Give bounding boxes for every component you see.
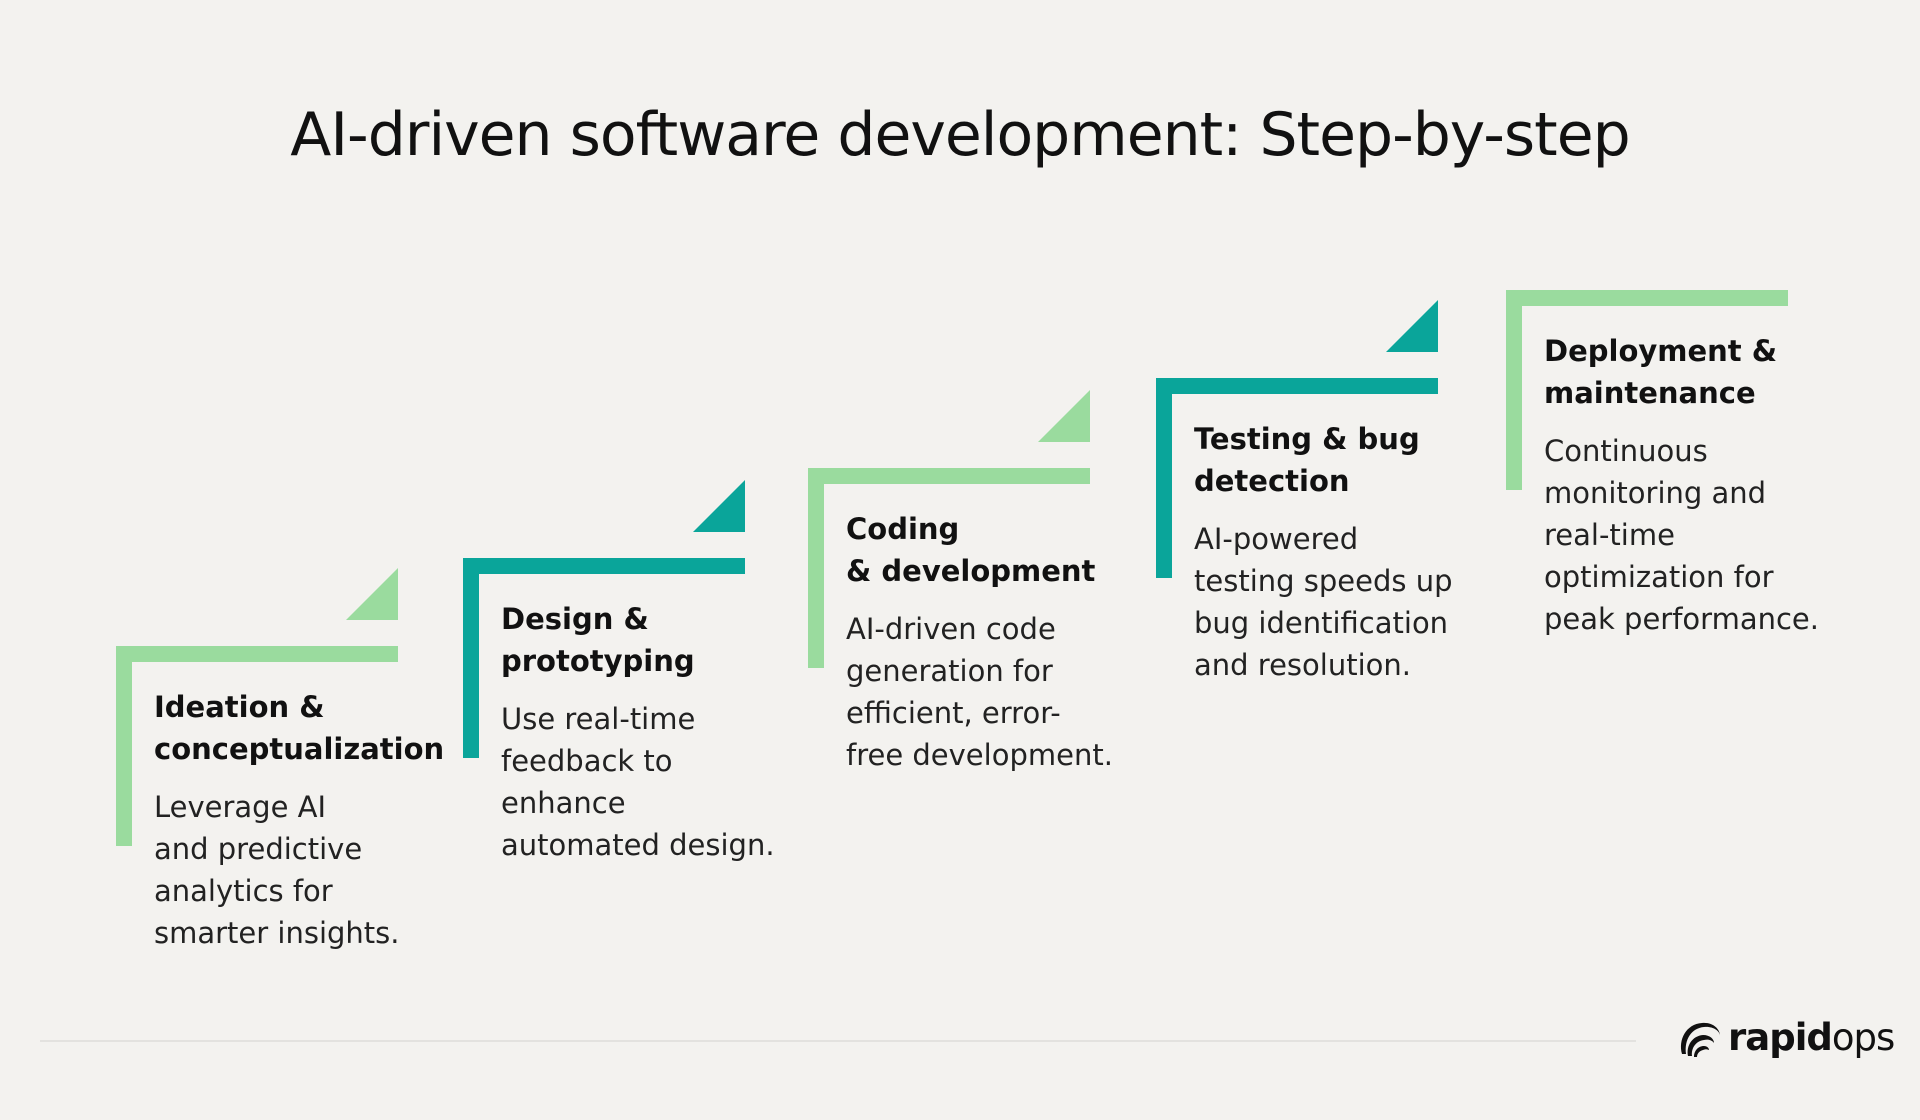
step-bracket-horizontal [1506,290,1788,306]
logo-text-bold: rapid [1728,1016,1833,1059]
step-description: Use real-time feedback to enhance automa… [501,702,775,862]
step-corner-triangle-icon [693,480,745,532]
step-bracket-vertical [1506,290,1522,490]
step-bracket-vertical [808,468,824,668]
step-corner-triangle-icon [346,568,398,620]
step-corner-triangle-icon [1386,300,1438,352]
step-heading: Testing & bug detection [1194,422,1420,498]
step-heading: Ideation & conceptualization [154,690,445,766]
step-bracket-vertical [463,558,479,758]
step-heading: Design & prototyping [501,602,695,678]
step-bracket-horizontal [116,646,398,662]
footer-divider [40,1040,1636,1042]
step-description: AI-driven code generation for efficient,… [846,612,1113,772]
step-bracket-vertical [1156,378,1172,578]
step-corner-triangle-icon [1038,390,1090,442]
page-title: AI-driven software development: Step-by-… [290,100,1630,170]
step-description: Continuous monitoring and real-time opti… [1544,434,1819,636]
step-bracket-horizontal [808,468,1090,484]
step-bracket-horizontal [1156,378,1438,394]
rapidops-logo-icon [1680,1022,1720,1057]
step-heading: Deployment & maintenance [1544,334,1778,410]
logo-text-light: ops [1831,1016,1895,1059]
step-description: AI-powered testing speeds up bug identif… [1194,522,1453,682]
step-description: Leverage AI and predictive analytics for… [154,790,400,950]
step-heading: Coding & development [846,512,1096,588]
rapidops-logo: rapidops [1674,1012,1895,1068]
step-bracket-horizontal [463,558,745,574]
step-bracket-vertical [116,646,132,846]
